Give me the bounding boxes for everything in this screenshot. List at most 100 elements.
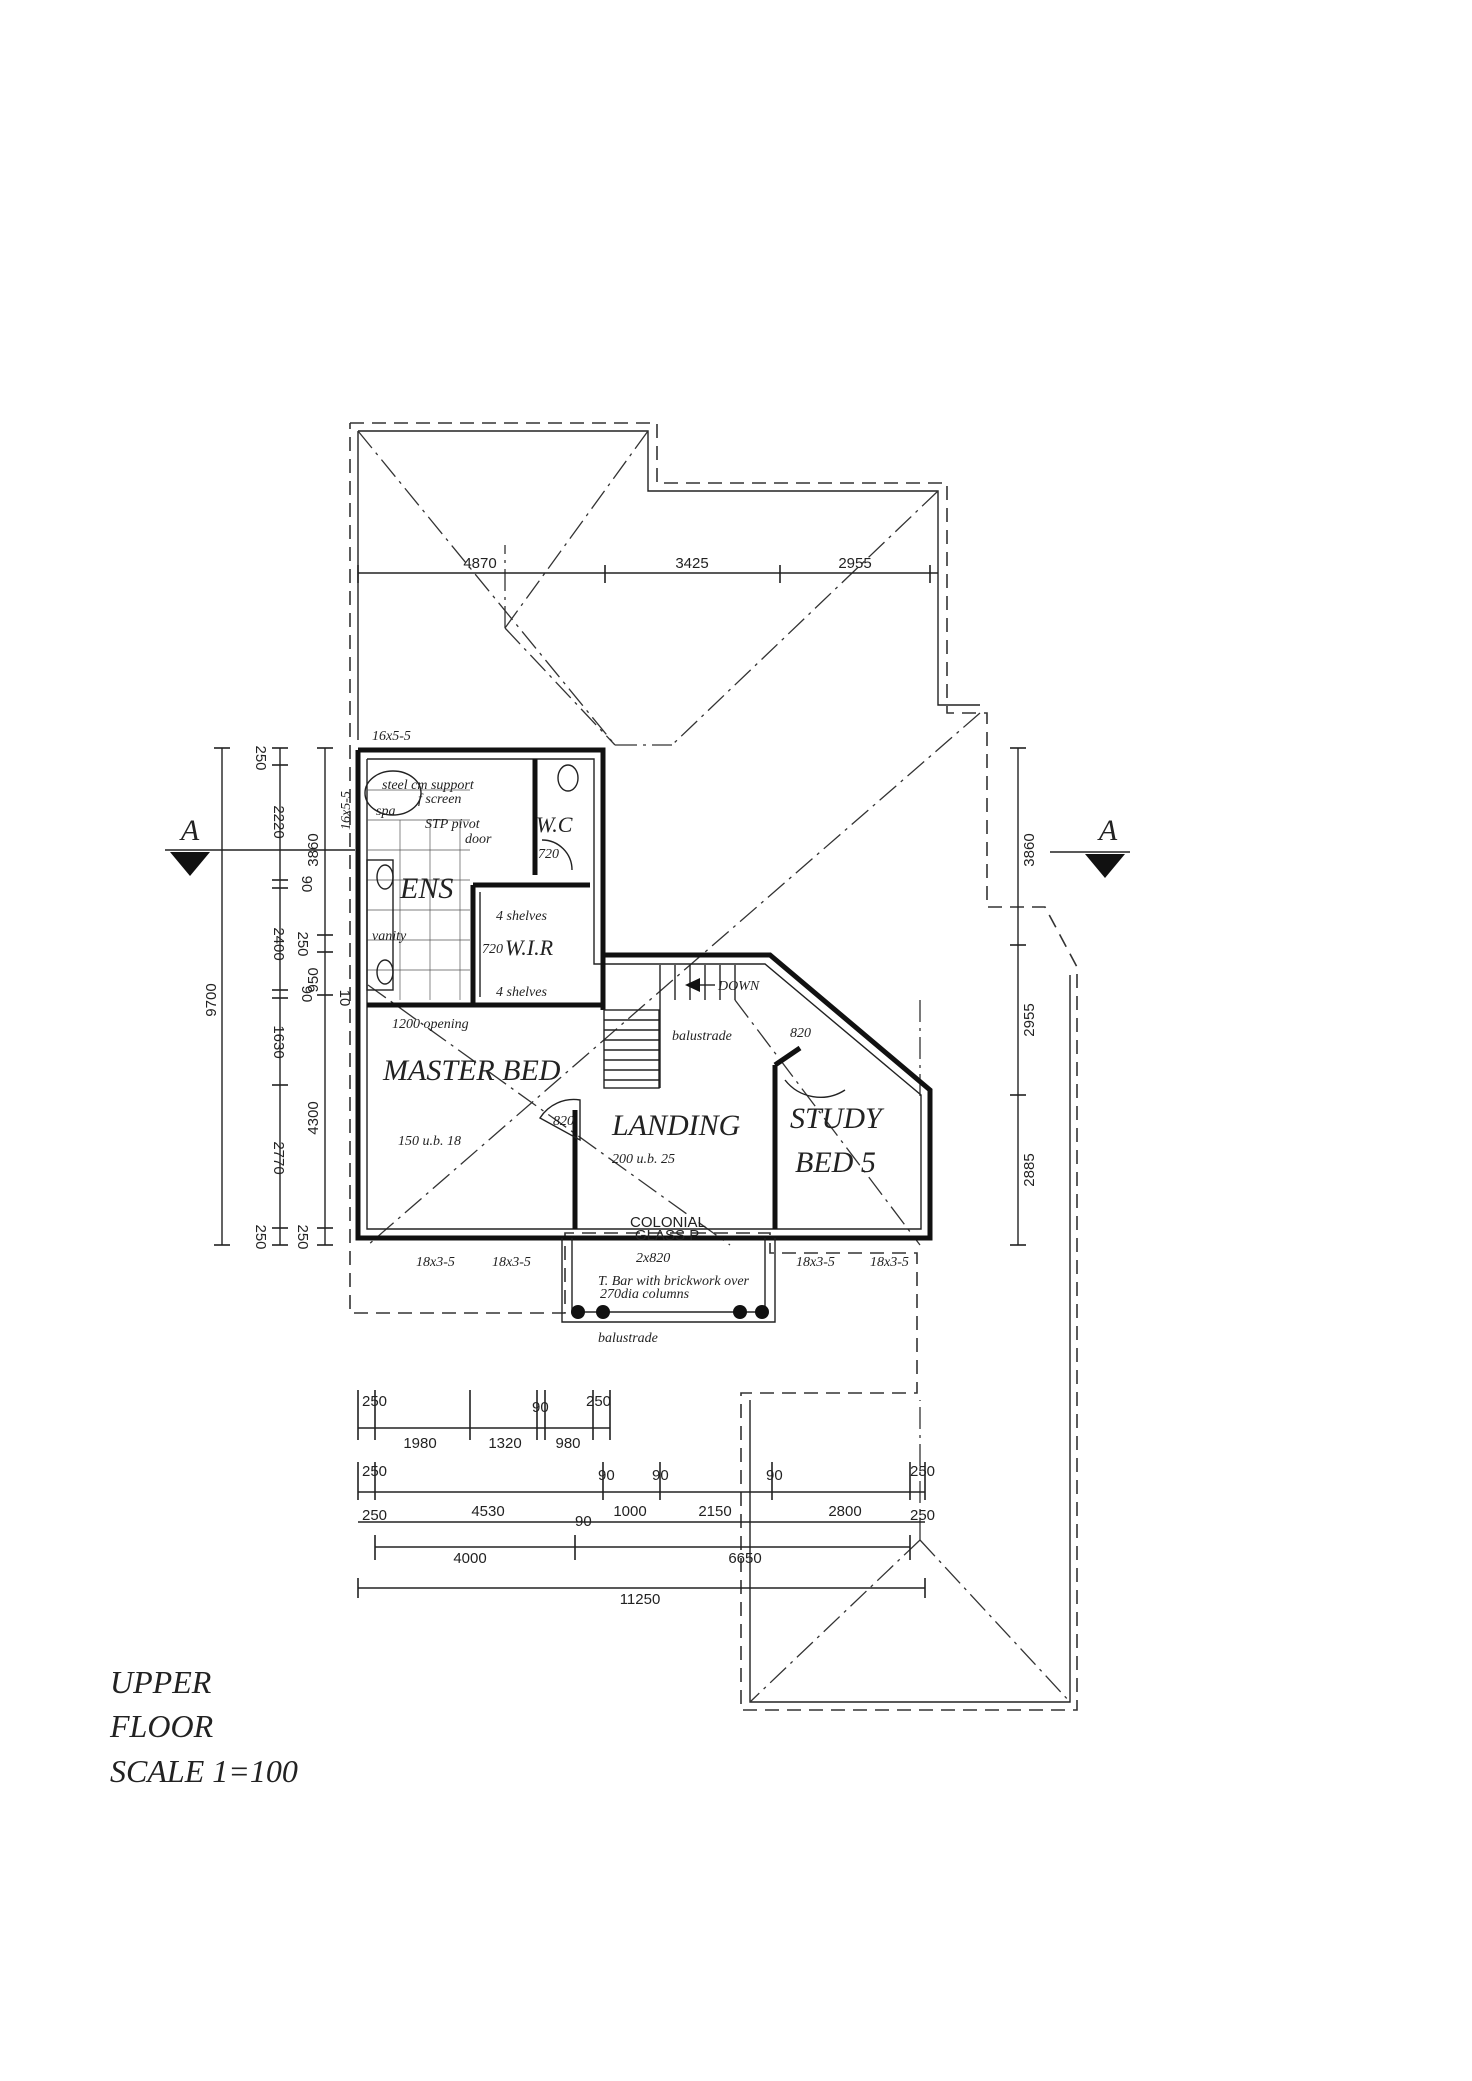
dim-2220: 2220 [270,805,287,838]
dim-3860-right: 3860 [1021,833,1038,866]
section-mark-right: A [1050,814,1130,878]
note-win-side: 16x5-5 [339,791,354,830]
note-door: door [465,832,492,847]
section-label-right: A [1097,814,1118,847]
dim-3425: 3425 [675,555,708,572]
dim-r1-90: 90 [532,1399,549,1416]
note-win-b4: 18x3-5 [870,1255,909,1270]
note-study-door: 820 [790,1026,811,1041]
dim-4870: 4870 [463,555,496,572]
vanity-bench [366,859,394,991]
ens-tiles [367,789,470,1000]
dim-250-bottom: 250 [252,1224,269,1249]
right-dimensions: 3860 2955 2885 [1010,747,1038,1246]
column-1 [571,1305,585,1319]
bottom-dimensions: 250 90 250 1980 1320 980 250 90 90 90 25… [357,1390,935,1608]
room-wc: W.C [536,812,573,837]
fixtures [364,764,846,1319]
dim-2800: 2800 [828,1503,861,1520]
notes: steel cm support f screen spa STP pivot … [339,729,909,1346]
note-wir-door: 720 [482,942,503,957]
dim-2955: 2955 [838,555,871,572]
title-line3: SCALE 1=100 [110,1753,298,1789]
basin-top [376,864,394,890]
note-win-b1: 18x3-5 [416,1255,455,1270]
note-columns: 270dia columns [600,1287,690,1302]
note-shelves-top: 4 shelves [496,909,547,924]
dim-4300: 4300 [305,1101,322,1134]
dim-r3-90: 90 [575,1513,592,1530]
dim-1630: 1630 [270,1025,287,1058]
room-ens: ENS [399,872,453,905]
dim-r2-250a: 250 [362,1463,387,1480]
note-opening: 1200 opening [392,1017,469,1032]
note-spa: spa [376,804,395,819]
note-win-b2: 18x3-5 [492,1255,531,1270]
left-dimensions: 9700 250 2220 90 2400 90 1630 2770 250 3… [203,745,353,1249]
study-door-swing [784,1079,846,1098]
roof-outline [349,422,1078,1711]
walls [355,747,933,1323]
dim-980: 980 [555,1435,580,1452]
dim-6650: 6650 [728,1550,761,1567]
dim-4000: 4000 [453,1550,486,1567]
dim-2150: 2150 [698,1503,731,1520]
dim-1980: 1980 [403,1435,436,1452]
dim-950: 950 [305,967,322,992]
spa-bath [364,770,422,816]
dim-r2-90c: 90 [766,1467,783,1484]
room-study: STUDY [790,1102,885,1135]
dim-3860-left: 3860 [305,833,322,866]
dim-2955-right: 2955 [1021,1003,1038,1036]
dim-r2-90b: 90 [652,1467,669,1484]
dim-r2-90a: 90 [598,1467,615,1484]
column-2 [596,1305,610,1319]
dim-9700: 9700 [203,983,220,1016]
dim-2400: 2400 [270,927,287,960]
dim-11250: 11250 [620,1591,661,1608]
dim-10: 10 [336,990,353,1007]
wc-door-swing [541,839,573,871]
note-vanity: vanity [372,929,407,944]
room-master-bed: MASTER BED [382,1054,561,1087]
dim-r3-250b: 250 [910,1507,935,1524]
note-win-top: 16x5-5 [372,729,411,744]
dim-r3-250a: 250 [362,1507,387,1524]
room-bed5: BED 5 [795,1146,876,1179]
note-down: DOWN [717,979,760,994]
dim-90-a: 90 [298,876,315,893]
note-landing-beam: 200 u.b. 25 [612,1152,675,1167]
dim-4530: 4530 [471,1503,504,1520]
room-labels: ENS W.C W.I.R MASTER BED LANDING STUDY B… [382,812,885,1179]
note-pivot-door: STP pivot [425,817,481,832]
dim-r1-250a: 250 [362,1393,387,1410]
stair-upper-treads [659,965,736,1088]
dim-2770: 2770 [270,1141,287,1174]
note-win-b3: 18x3-5 [796,1255,835,1270]
note-balustrade-stair: balustrade [672,1029,732,1044]
note-tbar: T. Bar with brickwork over [598,1274,750,1289]
dim-250-top: 250 [252,745,269,770]
note-shelves-bottom: 4 shelves [496,985,547,1000]
note-f-screen: f screen [418,792,461,807]
column-3 [733,1305,747,1319]
dim-250-mid: 250 [294,931,311,956]
dim-r1-250b: 250 [586,1393,611,1410]
note-balustrade-balcony: balustrade [598,1331,658,1346]
section-label-left: A [179,814,200,847]
note-steel-support: steel cm support [382,778,475,793]
toilet [557,764,579,792]
dim-1000: 1000 [613,1503,646,1520]
roof-hips [357,430,1071,1703]
dim-1320: 1320 [488,1435,521,1452]
down-arrow [685,978,700,992]
column-4 [755,1305,769,1319]
title-line1: UPPER [110,1664,212,1700]
dim-r2-250b: 250 [910,1463,935,1480]
note-master-beam: 150 u.b. 18 [398,1134,461,1149]
note-glass: GLASS P [635,1227,699,1244]
dim-2885: 2885 [1021,1153,1038,1186]
section-mark-left: A [165,814,355,876]
room-landing: LANDING [611,1109,741,1142]
